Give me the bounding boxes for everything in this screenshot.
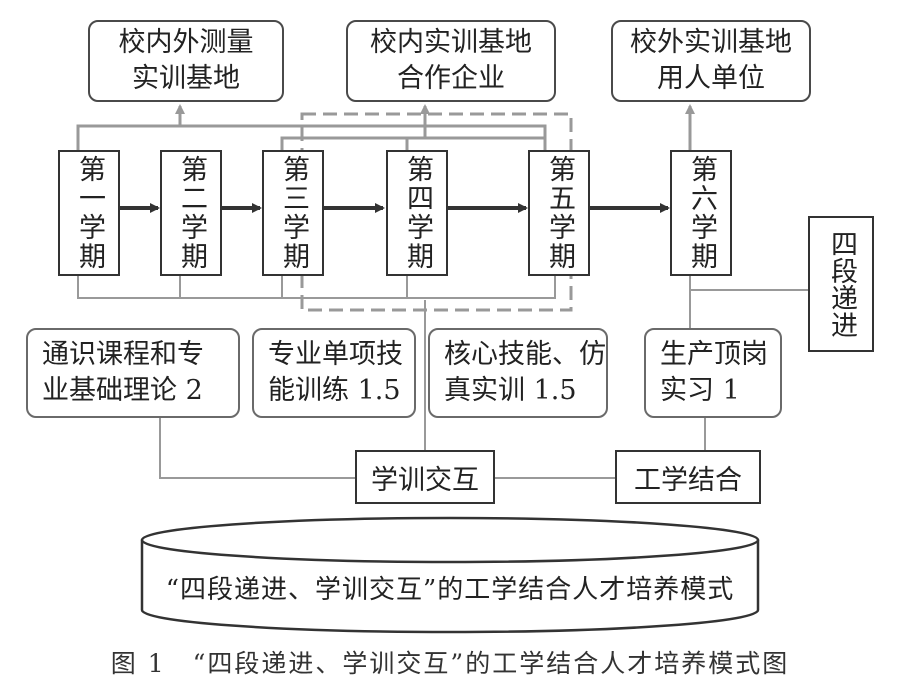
upper-bracket-lines bbox=[76, 104, 695, 150]
training-mode-label: “四段递进、学训交互”的工学结合人才培养模式 bbox=[165, 574, 735, 605]
figure-caption: 图 1 “四段递进、学训交互”的工学结合人才培养模式图 bbox=[110, 649, 790, 678]
lower-lines bbox=[77, 276, 808, 479]
single-skill-box: 专业单项技 能训练 1.5 bbox=[252, 328, 416, 418]
four-stage-progression-box: 四段递进 bbox=[808, 216, 874, 352]
internship-box: 生产顶岗 实习 1 bbox=[644, 328, 782, 418]
coop-enterprise-box: 校内实训基地 合作企业 bbox=[346, 20, 556, 102]
learn-train-interaction-box: 学训交互 bbox=[355, 450, 495, 504]
term-3-box: 第三学期 bbox=[262, 150, 324, 276]
cylinder-shape bbox=[140, 516, 760, 634]
measure-base-box: 校内外测量 实训基地 bbox=[88, 20, 284, 102]
term-2-box: 第二学期 bbox=[160, 150, 222, 276]
term-1-box: 第一学期 bbox=[58, 150, 120, 276]
term-6-box: 第六学期 bbox=[670, 150, 732, 276]
employer-box: 校外实训基地 用人单位 bbox=[611, 20, 811, 102]
term-5-box: 第五学期 bbox=[528, 150, 590, 276]
general-courses-box: 通识课程和专 业基础理论 2 bbox=[26, 328, 240, 418]
work-study-combination-box: 工学结合 bbox=[615, 450, 761, 504]
core-skill-box: 核心技能、仿 真实训 1.5 bbox=[428, 328, 608, 418]
term-4-box: 第四学期 bbox=[386, 150, 448, 276]
